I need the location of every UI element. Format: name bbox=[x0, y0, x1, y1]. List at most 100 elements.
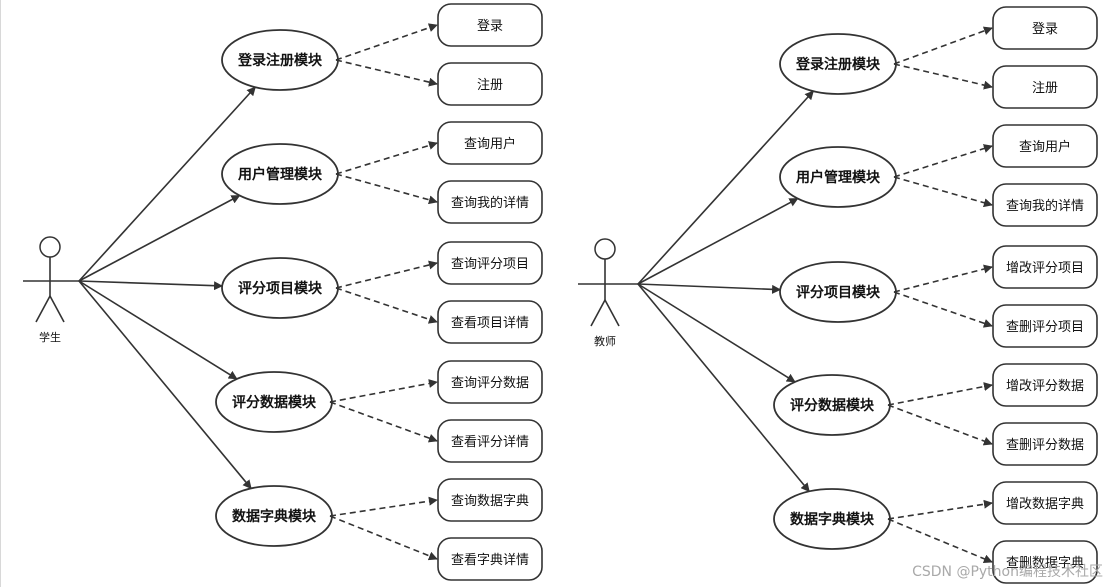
left-module-3: 评分项目模块 bbox=[221, 257, 339, 319]
right-use-case-5-1: 增改数据字典 bbox=[992, 481, 1098, 525]
right-include-line-4-2 bbox=[887, 404, 993, 446]
right-association-line-2 bbox=[637, 197, 799, 285]
actor-leg-right bbox=[604, 299, 620, 327]
left-module-2: 用户管理模块 bbox=[221, 143, 339, 205]
right-use-case-diagram: 教师 登录注册模块 登录注册用户管理模块 查询用户查询我的详情评分项目模块 增改评分项目… bbox=[568, 0, 1107, 587]
right-module-label-1: 登录注册模块 bbox=[795, 56, 881, 73]
left-association-line-1 bbox=[78, 86, 256, 282]
right-module-5: 数据字典模块 bbox=[773, 488, 891, 550]
use-case-box bbox=[437, 241, 543, 285]
use-case-box bbox=[437, 180, 543, 224]
left-include-line-1-1 bbox=[335, 23, 438, 61]
left-module-label-3: 评分项目模块 bbox=[238, 280, 323, 297]
use-case-box bbox=[992, 183, 1098, 227]
left-association-line-2 bbox=[78, 194, 241, 282]
left-include-line-4-2 bbox=[329, 401, 438, 443]
right-module-1: 登录注册模块 bbox=[779, 33, 897, 95]
use-case-box bbox=[992, 304, 1098, 348]
right-use-case-label-1-1: 登录 bbox=[1032, 22, 1058, 37]
right-association-line-1 bbox=[637, 90, 814, 285]
use-case-box bbox=[992, 422, 1098, 466]
actor-leg-left bbox=[35, 295, 51, 323]
right-use-case-label-1-2: 注册 bbox=[1032, 81, 1058, 96]
left-association-line-4 bbox=[78, 280, 238, 380]
left-include-line-4-1 bbox=[329, 379, 438, 403]
use-case-box bbox=[992, 124, 1098, 168]
right-include-line-1-1 bbox=[893, 26, 993, 65]
right-module-3: 评分项目模块 bbox=[779, 261, 897, 323]
left-include-line-1-2 bbox=[335, 59, 438, 87]
left-module-label-5: 数据字典模块 bbox=[232, 508, 317, 525]
use-case-box bbox=[437, 62, 543, 106]
left-use-case-4-2: 查看评分详情 bbox=[437, 419, 543, 463]
right-include-line-2-1 bbox=[893, 144, 993, 178]
left-use-case-2-2: 查询我的详情 bbox=[437, 180, 543, 224]
right-use-case-4-1: 增改评分数据 bbox=[992, 363, 1098, 407]
right-use-case-1-2: 注册 bbox=[992, 65, 1098, 109]
right-association-line-3 bbox=[637, 283, 782, 294]
left-include-line-3-2 bbox=[335, 287, 438, 324]
left-diagram-canvas: 学生登录注册模块登录注册用户管理模块查询用户查询我的详情评分项目模块查询评分项目… bbox=[23, 3, 543, 581]
use-case-box bbox=[992, 363, 1098, 407]
right-use-case-label-5-2: 查删数据字典 bbox=[1006, 556, 1084, 571]
actor-head bbox=[594, 238, 616, 260]
right-association-line-4 bbox=[637, 283, 796, 383]
right-module-4: 评分数据模块 bbox=[773, 374, 891, 436]
actor-leg-left bbox=[590, 299, 606, 327]
left-use-case-5-1: 查询数据字典 bbox=[437, 478, 543, 522]
right-use-case-3-1: 增改评分项目 bbox=[992, 245, 1098, 289]
left-module-label-2: 用户管理模块 bbox=[238, 166, 323, 183]
left-use-case-label-4-1: 查询评分数据 bbox=[451, 376, 529, 391]
left-include-line-5-2 bbox=[329, 515, 438, 561]
right-module-label-3: 评分项目模块 bbox=[796, 284, 881, 301]
left-use-case-label-5-1: 查询数据字典 bbox=[451, 494, 529, 509]
left-use-case-label-1-1: 登录 bbox=[477, 19, 503, 34]
use-case-box bbox=[992, 245, 1098, 289]
right-module-label-2: 用户管理模块 bbox=[796, 169, 881, 186]
right-use-case-label-2-2: 查询我的详情 bbox=[1006, 198, 1084, 214]
left-include-line-2-2 bbox=[335, 173, 438, 205]
left-include-line-5-1 bbox=[329, 496, 438, 517]
left-use-case-3-2: 查看项目详情 bbox=[437, 300, 543, 344]
right-use-case-label-5-1: 增改数据字典 bbox=[1006, 497, 1084, 512]
right-include-line-5-1 bbox=[887, 499, 993, 520]
right-use-case-label-3-1: 增改评分项目 bbox=[1006, 261, 1084, 276]
use-case-box bbox=[437, 537, 543, 581]
left-use-case-label-2-1: 查询用户 bbox=[464, 136, 516, 152]
use-case-box bbox=[992, 540, 1098, 584]
right-actor: 教师 bbox=[578, 238, 638, 348]
right-use-case-label-4-2: 查删评分数据 bbox=[1006, 438, 1084, 453]
right-use-case-4-2: 查删评分数据 bbox=[992, 422, 1098, 466]
right-include-line-3-1 bbox=[893, 264, 993, 293]
left-use-case-label-3-2: 查看项目详情 bbox=[451, 315, 529, 331]
use-case-box bbox=[437, 3, 543, 47]
right-module-label-5: 数据字典模块 bbox=[790, 511, 875, 528]
left-association-line-3 bbox=[78, 280, 224, 291]
left-use-case-2-1: 查询用户 bbox=[437, 121, 543, 165]
right-include-line-1-2 bbox=[893, 63, 993, 90]
right-use-case-label-2-1: 查询用户 bbox=[1019, 139, 1071, 155]
right-include-line-2-2 bbox=[893, 176, 993, 208]
use-case-box bbox=[992, 6, 1098, 50]
right-use-case-5-2: 查删数据字典 bbox=[992, 540, 1098, 584]
right-module-label-4: 评分数据模块 bbox=[790, 397, 875, 414]
left-use-case-label-2-2: 查询我的详情 bbox=[451, 195, 529, 211]
actor-leg-right bbox=[49, 295, 65, 323]
left-use-case-label-3-1: 查询评分项目 bbox=[451, 257, 529, 272]
left-use-case-1-2: 注册 bbox=[437, 62, 543, 106]
left-use-case-4-1: 查询评分数据 bbox=[437, 360, 543, 404]
right-include-line-5-2 bbox=[887, 518, 993, 564]
use-case-box bbox=[437, 121, 543, 165]
left-use-case-label-1-2: 注册 bbox=[477, 78, 503, 93]
use-case-box bbox=[992, 481, 1098, 525]
right-use-case-2-2: 查询我的详情 bbox=[992, 183, 1098, 227]
actor-head bbox=[39, 236, 61, 258]
left-use-case-label-5-2: 查看字典详情 bbox=[451, 552, 529, 568]
watermark: CSDN @Python编程技术社区 bbox=[912, 564, 1103, 580]
left-module-1: 登录注册模块 bbox=[221, 29, 339, 91]
right-use-case-1-1: 登录 bbox=[992, 6, 1098, 50]
left-association-line-5 bbox=[78, 280, 252, 490]
left-use-case-label-4-2: 查看评分详情 bbox=[451, 434, 529, 450]
right-association-line-5 bbox=[637, 283, 810, 493]
